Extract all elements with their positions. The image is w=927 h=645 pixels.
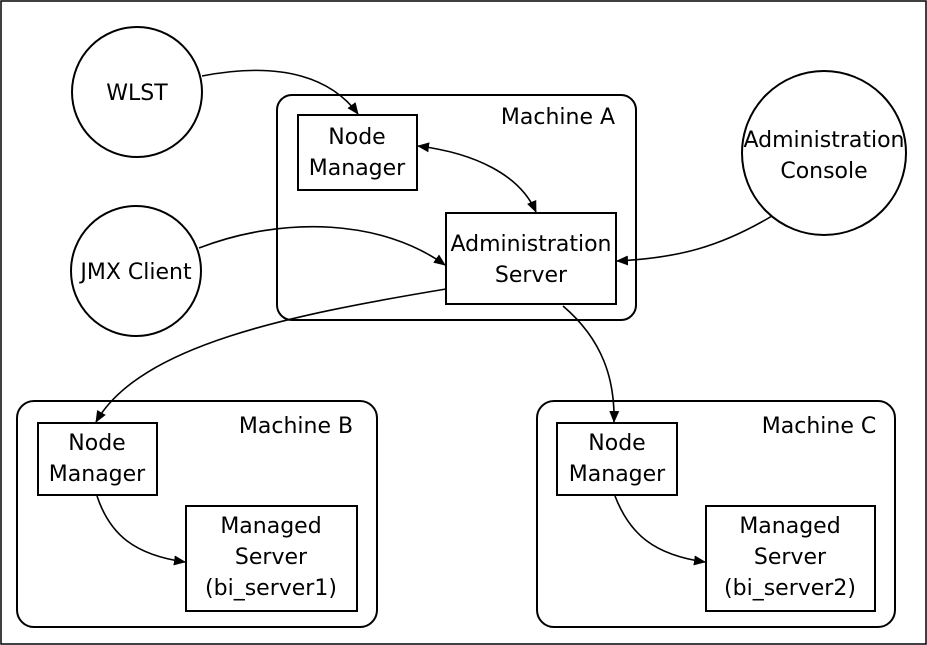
administration-server-line1: Administration (451, 232, 612, 257)
machine-a-node-manager-line2: Manager (309, 156, 406, 181)
machine-a-node-manager-line1: Node (328, 125, 385, 150)
arrow-node-manager-admin-server (417, 142, 537, 213)
managed-server1-line2: Server (235, 545, 308, 570)
arrow-wlst-to-node-manager (201, 69, 359, 115)
admin-console-node: Administration Console (741, 70, 907, 236)
machine-c: Machine C Node Manager Managed Server (b… (536, 400, 896, 628)
arrow-node-manager-to-bi-server1 (96, 495, 186, 566)
managed-server1-line1: Managed (220, 514, 321, 539)
arrow-jmx-client-to-admin-server (198, 225, 446, 266)
machine-a: Machine A Node Manager Administration Se… (276, 94, 637, 321)
jmx-client-label: JMX Client (78, 260, 192, 285)
arrow-admin-server-to-machine-b-node-manager (95, 288, 447, 423)
administration-server: Administration Server (445, 212, 617, 305)
machine-c-node-manager: Node Manager (556, 422, 678, 496)
arrow-admin-console-to-admin-server (616, 215, 773, 266)
administration-server-line2: Server (495, 263, 568, 288)
managed-server2-line3: (bi_server2) (724, 576, 856, 601)
machine-b-node-manager-line1: Node (68, 431, 125, 456)
managed-server2-line1: Managed (739, 514, 840, 539)
managed-server-bi-server1: Managed Server (bi_server1) (185, 505, 358, 612)
machine-b-node-manager: Node Manager (37, 422, 158, 496)
machine-c-label: Machine C (762, 414, 876, 439)
arrow-admin-server-to-machine-c-node-manager (562, 305, 620, 423)
managed-server-bi-server2: Managed Server (bi_server2) (705, 505, 876, 612)
machine-b: Machine B Node Manager Managed Server (b… (16, 400, 378, 628)
machine-a-node-manager: Node Manager (297, 114, 418, 191)
wlst-label: WLST (106, 81, 168, 106)
machine-c-node-manager-line2: Manager (569, 462, 666, 487)
machine-b-node-manager-line2: Manager (49, 462, 146, 487)
machine-a-label: Machine A (501, 105, 615, 130)
arrow-node-manager-to-bi-server2 (614, 495, 706, 566)
managed-server2-line2: Server (754, 545, 827, 570)
admin-console-label-line1: Administration (744, 128, 905, 153)
machine-b-label: Machine B (239, 414, 353, 439)
managed-server1-line3: (bi_server1) (205, 576, 337, 601)
admin-console-label-line2: Console (780, 159, 867, 184)
wlst-node: WLST (71, 26, 203, 158)
jmx-client-node: JMX Client (70, 205, 202, 337)
machine-c-node-manager-line1: Node (588, 431, 645, 456)
